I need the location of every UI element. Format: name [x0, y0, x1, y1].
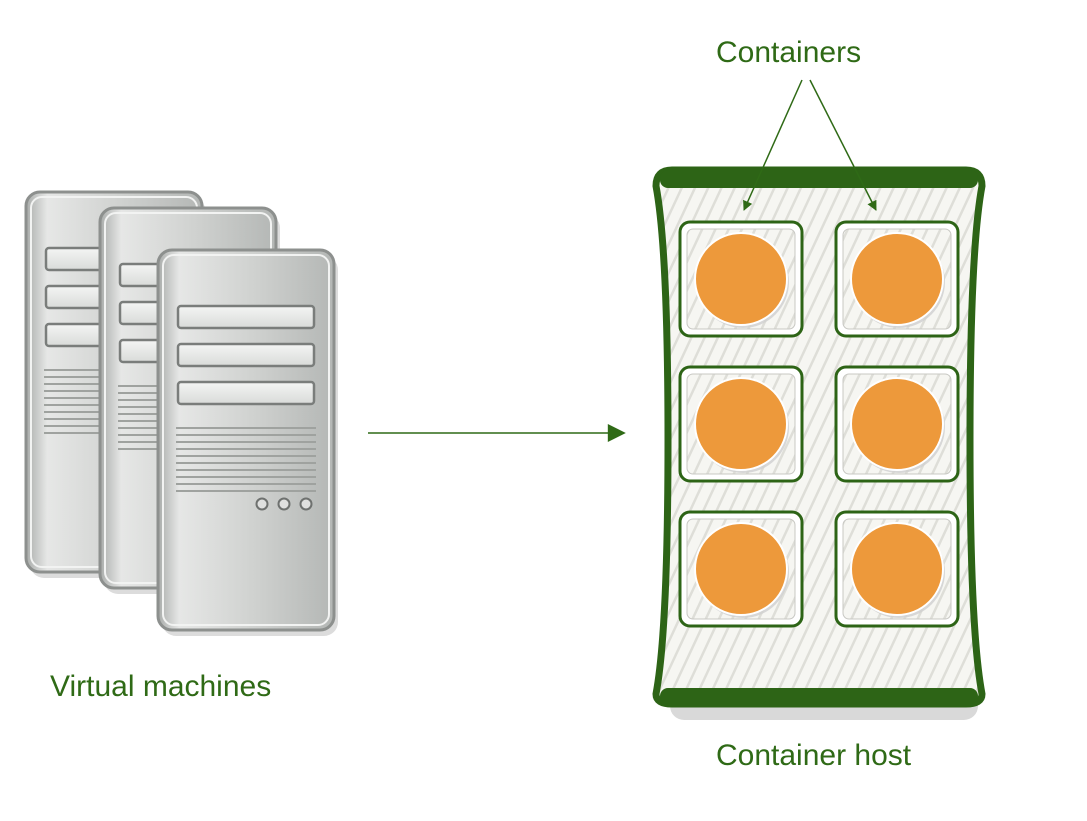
container-grid: [678, 220, 960, 628]
container-icon: [834, 510, 960, 628]
container-host: [652, 166, 986, 720]
container-icon: [678, 220, 804, 338]
container-host-label: Container host: [716, 739, 912, 772]
containers-pointer: [743, 79, 877, 211]
container-icon: [678, 510, 804, 628]
server-tower-icon: [156, 248, 338, 636]
pointer-arrow-right: [809, 79, 877, 211]
virtual-machines-label: Virtual machines: [50, 670, 272, 703]
led-icon: [255, 497, 269, 511]
host-top-bar: [660, 170, 978, 188]
led-icon: [277, 497, 291, 511]
pointer-arrow-left: [743, 79, 803, 211]
container-icon: [834, 365, 960, 483]
led-icon: [299, 497, 313, 511]
virtual-machines-icon: [24, 190, 338, 636]
container-icon: [834, 220, 960, 338]
container-icon: [678, 365, 804, 483]
host-bottom-bar: [660, 688, 978, 704]
containers-label: Containers: [716, 36, 862, 69]
